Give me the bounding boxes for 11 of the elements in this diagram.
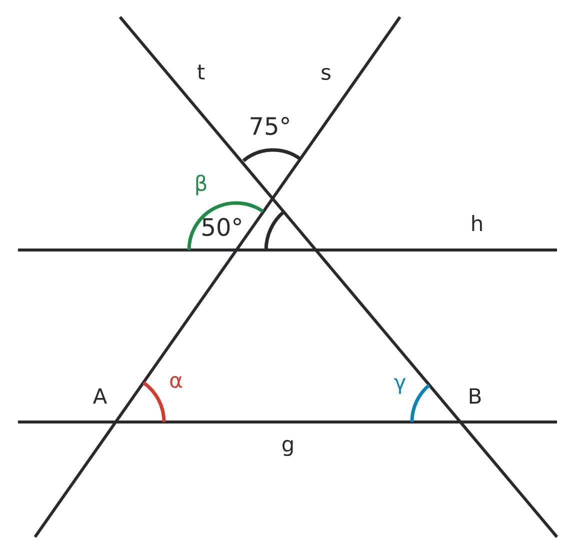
angle-label: 50° (202, 218, 241, 236)
angle-label: γ (394, 378, 406, 394)
line-label: t (197, 64, 205, 80)
line-label: h (472, 215, 482, 231)
point-label: B (470, 388, 481, 404)
angle-label: 75° (250, 116, 289, 136)
line-label: g (282, 440, 293, 456)
angle-label: α (170, 376, 182, 388)
line-label: s (322, 68, 330, 80)
point-label: A (92, 388, 108, 404)
angle-label: β (196, 174, 206, 196)
